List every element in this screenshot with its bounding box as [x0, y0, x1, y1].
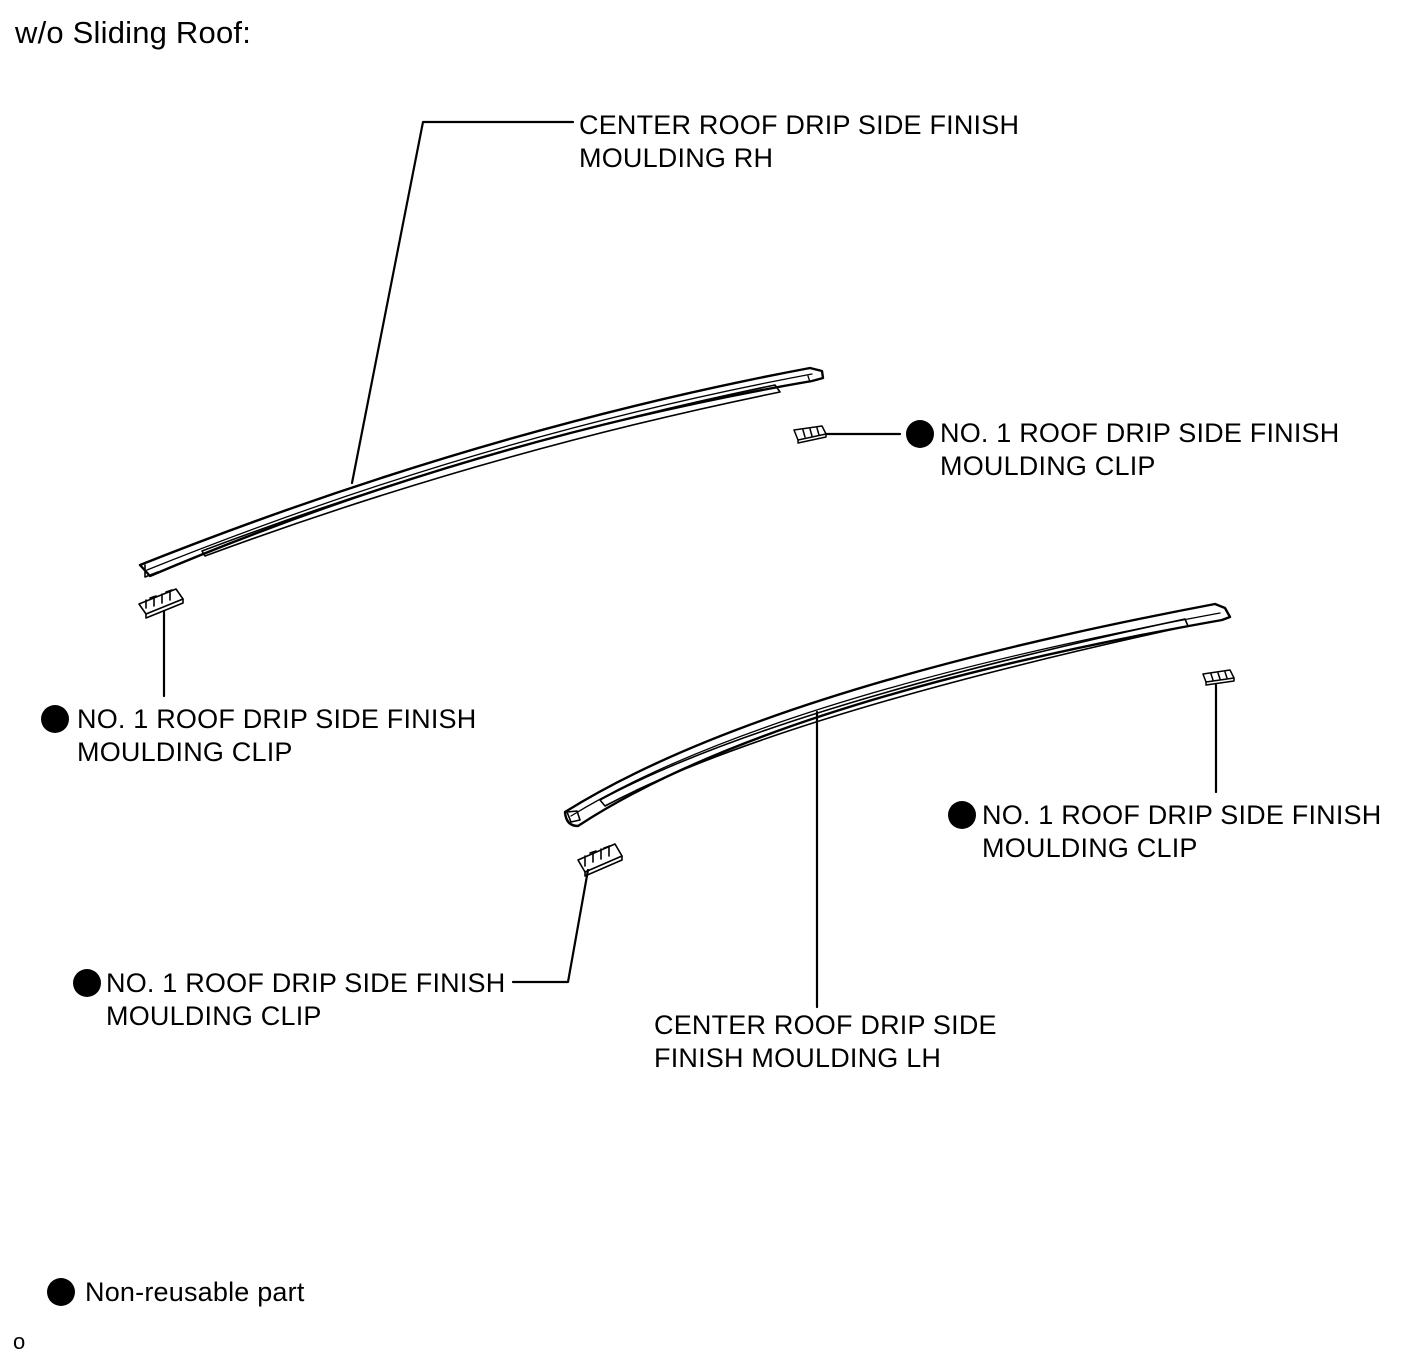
- label-clip-upper-right-line2: MOULDING CLIP: [940, 451, 1156, 481]
- label-clip-upper-left-line2: MOULDING CLIP: [77, 737, 293, 767]
- label-clip-upper-right: NO. 1 ROOF DRIP SIDE FINISH MOULDING CLI…: [940, 417, 1339, 483]
- clip-upper-left-part: [138, 588, 184, 619]
- label-moulding-lh-line2: FINISH MOULDING LH: [654, 1043, 942, 1073]
- page-title: w/o Sliding Roof:: [15, 15, 252, 50]
- non-reusable-marker: [41, 705, 69, 733]
- non-reusable-marker: [948, 801, 976, 829]
- leader-line-rh-moulding: [350, 120, 575, 485]
- clip-lower-right-part: [1202, 669, 1235, 686]
- label-clip-upper-left: NO. 1 ROOF DRIP SIDE FINISH MOULDING CLI…: [77, 703, 476, 769]
- leader-line-clip-lower-left: [511, 868, 590, 984]
- label-clip-lower-left-line1: NO. 1 ROOF DRIP SIDE FINISH: [106, 968, 506, 998]
- label-clip-upper-left-line1: NO. 1 ROOF DRIP SIDE FINISH: [77, 704, 477, 734]
- moulding-rh-part: [138, 366, 825, 578]
- label-moulding-lh-line1: CENTER ROOF DRIP SIDE: [654, 1010, 997, 1040]
- label-clip-upper-right-line1: NO. 1 ROOF DRIP SIDE FINISH: [940, 418, 1340, 448]
- label-clip-lower-left: NO. 1 ROOF DRIP SIDE FINISH MOULDING CLI…: [106, 967, 505, 1033]
- label-clip-lower-right-line1: NO. 1 ROOF DRIP SIDE FINISH: [982, 800, 1382, 830]
- label-moulding-rh: CENTER ROOF DRIP SIDE FINISH MOULDING RH: [579, 109, 1019, 175]
- clip-lower-left-part: [577, 843, 623, 877]
- label-clip-lower-right: NO. 1 ROOF DRIP SIDE FINISH MOULDING CLI…: [982, 799, 1381, 865]
- footer-code: o: [13, 1329, 26, 1354]
- clip-upper-right-part: [793, 425, 827, 444]
- label-moulding-lh: CENTER ROOF DRIP SIDE FINISH MOULDING LH: [654, 1009, 997, 1075]
- moulding-lh-part: [563, 602, 1232, 828]
- label-clip-lower-left-line2: MOULDING CLIP: [106, 1001, 322, 1031]
- label-moulding-rh-line1: CENTER ROOF DRIP SIDE FINISH: [579, 110, 1020, 140]
- non-reusable-marker: [73, 969, 101, 997]
- label-moulding-rh-line2: MOULDING RH: [579, 143, 774, 173]
- legend-text: Non-reusable part: [85, 1277, 305, 1307]
- non-reusable-marker: [906, 420, 934, 448]
- label-clip-lower-right-line2: MOULDING CLIP: [982, 833, 1198, 863]
- legend-marker: [47, 1278, 75, 1306]
